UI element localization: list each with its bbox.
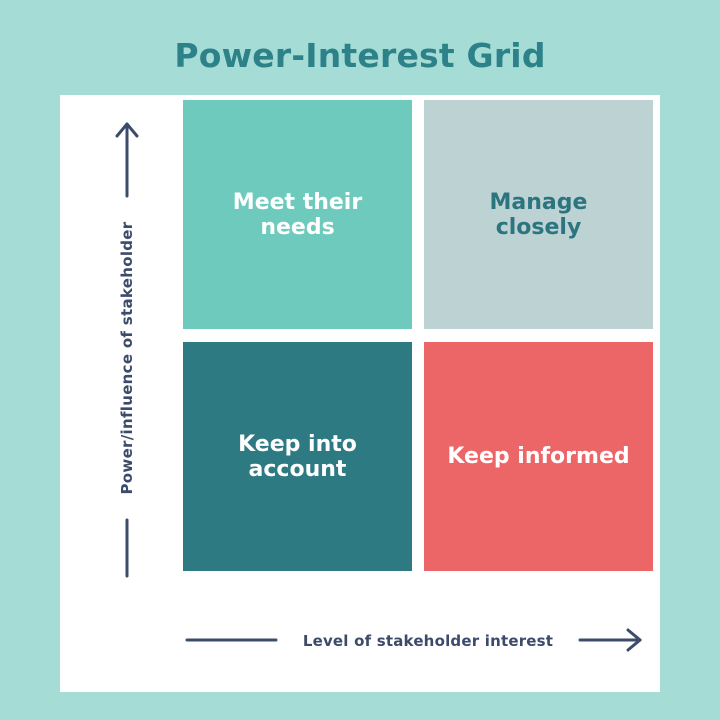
quadrant-label: Manage closely [489, 189, 588, 240]
y-axis-label: Power/influence of stakeholder [118, 221, 136, 495]
quadrant-label: Keep into account [238, 431, 357, 482]
quadrant-meet-their-needs: Meet their needs [183, 100, 412, 329]
quadrant-manage-closely: Manage closely [424, 100, 653, 329]
x-axis-label: Level of stakeholder interest [302, 632, 554, 650]
quadrant-keep-informed: Keep informed [424, 342, 653, 571]
quadrant-label: Meet their needs [232, 189, 363, 240]
quadrant-keep-into-account: Keep into account [183, 342, 412, 571]
quadrant-label: Keep informed [447, 444, 630, 469]
diagram-title: Power-Interest Grid [174, 36, 546, 75]
